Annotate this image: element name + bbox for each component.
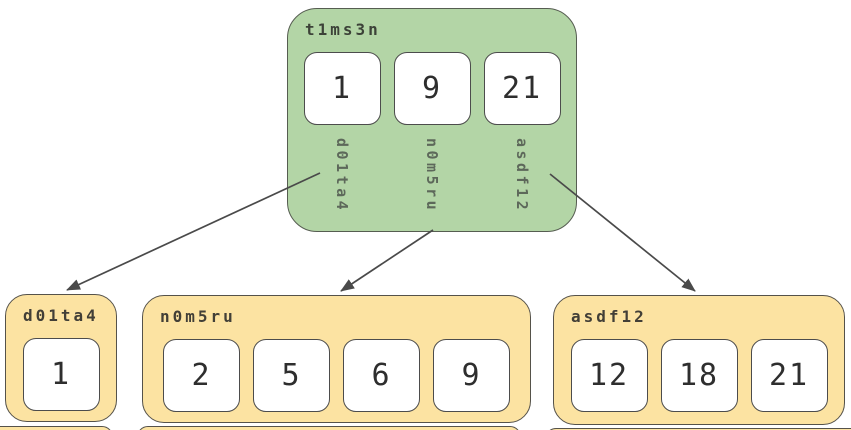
- node-asdf12-cells: 12 18 21: [554, 339, 844, 412]
- asdf12-cell-0: 12: [570, 339, 648, 412]
- port-label-d01ta4: d01ta4: [333, 138, 351, 214]
- node-n0m5ru-label: n0m5ru: [160, 307, 236, 326]
- n0m5ru-cell-2: 6: [343, 339, 420, 412]
- node-n0m5ru: n0m5ru 2 5 6 9: [142, 295, 531, 423]
- port-slot-1: n0m5ru: [394, 138, 471, 218]
- cropped-node-left: [0, 426, 113, 430]
- node-t1ms3n-label: t1ms3n: [305, 20, 381, 39]
- n0m5ru-cell-3: 9: [433, 339, 510, 412]
- node-asdf12: asdf12 12 18 21: [553, 295, 845, 425]
- edge-arrow-n0m5ru: [340, 229, 434, 292]
- port-slot-0: d01ta4: [304, 138, 381, 218]
- asdf12-cell-1: 18: [660, 339, 738, 412]
- node-t1ms3n: t1ms3n 1 9 21 d01ta4 n0m5ru asdf12: [287, 8, 577, 232]
- asdf12-cell-2: 21: [750, 339, 828, 412]
- node-d01ta4: d01ta4 1: [5, 294, 117, 422]
- node-t1ms3n-cells: 1 9 21: [288, 52, 576, 125]
- root-cell-1: 9: [393, 52, 471, 125]
- node-d01ta4-label: d01ta4: [23, 306, 99, 325]
- edge-arrow-d01ta4: [66, 172, 321, 291]
- d01ta4-cell-0: 1: [22, 338, 100, 411]
- n0m5ru-cell-1: 5: [253, 339, 330, 412]
- port-label-n0m5ru: n0m5ru: [423, 138, 441, 214]
- n0m5ru-cell-0: 2: [163, 339, 240, 412]
- port-label-asdf12: asdf12: [513, 138, 531, 214]
- node-d01ta4-cells: 1: [6, 338, 116, 411]
- root-cell-0: 1: [303, 52, 381, 125]
- cropped-node-middle: [137, 426, 521, 430]
- node-t1ms3n-port-labels: d01ta4 n0m5ru asdf12: [288, 138, 576, 218]
- root-cell-2: 21: [483, 52, 561, 125]
- node-n0m5ru-cells: 2 5 6 9: [143, 339, 530, 412]
- node-asdf12-label: asdf12: [571, 307, 647, 326]
- port-slot-2: asdf12: [484, 138, 561, 218]
